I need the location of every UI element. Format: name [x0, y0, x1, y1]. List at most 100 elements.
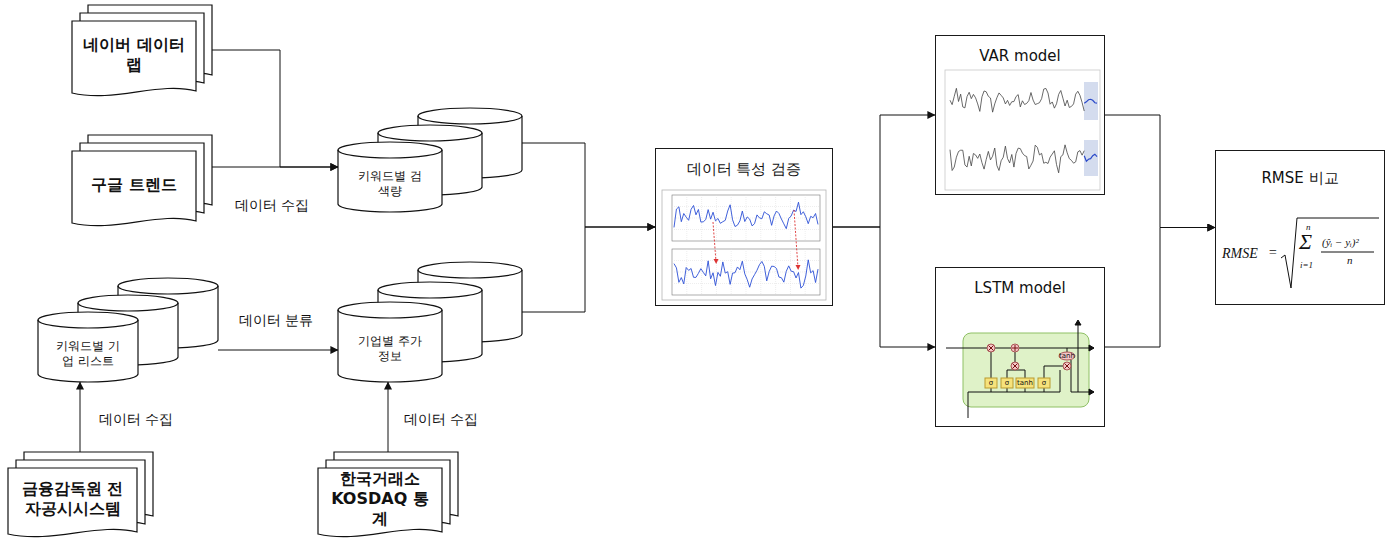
- result-box: RMSE 비교RMSE=nΣi=1(ŷᵢ − yᵢ)²n: [1215, 150, 1385, 305]
- lag-arrow-head: [714, 259, 719, 264]
- grid-line: [731, 249, 732, 295]
- node-label: 키워드별 검색량: [354, 169, 426, 199]
- chart-series: [950, 88, 1097, 172]
- cylinder-rim: [118, 286, 218, 294]
- forecast-line: [1084, 154, 1097, 161]
- gate-outputs: [991, 352, 1063, 378]
- pointwise-op: [1011, 344, 1019, 352]
- connector-arrow: [1105, 228, 1215, 348]
- grid-line: [731, 195, 732, 241]
- cylinder-rim: [418, 116, 522, 124]
- database-stack: 키워드별 기업 리스트: [38, 278, 218, 382]
- multiply-sign: [1065, 364, 1070, 369]
- gate-box: [1001, 378, 1013, 388]
- connector-arrow: [388, 382, 389, 452]
- formula-term: RMSE: [1222, 247, 1258, 261]
- formula-limit: i=1: [1300, 261, 1313, 270]
- pointwise-op: [987, 344, 995, 352]
- lag-arrow: [794, 210, 798, 268]
- lag-arrow: [713, 222, 716, 262]
- gate-label: tanh: [1017, 380, 1033, 387]
- grid-line: [760, 249, 761, 295]
- formula-strokes: [1281, 218, 1379, 288]
- node-label: 한국거래소 KOSDAQ 통계: [324, 469, 436, 529]
- connector-arrow: [522, 227, 655, 312]
- box-title: 데이터 특성 검증: [660, 160, 828, 179]
- cylinder-body: [338, 302, 442, 382]
- fraction-bar: [1321, 252, 1374, 253]
- gate-label: σ: [1042, 380, 1046, 387]
- node-outline: [338, 262, 522, 382]
- grid-line: [701, 195, 702, 241]
- gate-label: σ: [989, 380, 993, 387]
- chart-series: [674, 202, 818, 288]
- multiply-sign: [1013, 364, 1018, 369]
- document-page: [72, 21, 196, 96]
- lag-arrow-head: [796, 265, 801, 270]
- series-line: [674, 260, 818, 288]
- connector-arrow: [218, 350, 338, 351]
- forecast-band: [1084, 82, 1098, 120]
- grid-line: [716, 195, 717, 241]
- arrow-head: [1089, 345, 1094, 351]
- chart-grid: [672, 195, 820, 295]
- cylinder-rim: [378, 133, 482, 141]
- connector-arrow: [833, 115, 935, 227]
- multiply-sign: [989, 346, 994, 351]
- cylinder-rim: [418, 270, 522, 278]
- formula-term: =: [1268, 246, 1277, 260]
- arrow-head: [1075, 320, 1081, 325]
- chart-panel: [672, 195, 820, 241]
- chart-panel: [672, 249, 820, 295]
- connector-arrow: [522, 143, 655, 227]
- grid-line: [775, 249, 776, 295]
- forecast-band: [1084, 140, 1098, 176]
- series-line: [950, 88, 1084, 112]
- grid-line: [790, 195, 791, 241]
- radical-sign: [1281, 218, 1379, 288]
- lstm-cell: [946, 320, 1094, 418]
- edge-label: 데이터 수집: [232, 197, 312, 215]
- source-document: 네이버 데이터랩: [72, 5, 212, 97]
- cylinder-body: [338, 142, 442, 212]
- plus-sign: [1012, 345, 1018, 351]
- model-box: LSTM model: [935, 267, 1105, 427]
- node-outline: [338, 108, 522, 212]
- source-document: 한국거래소 KOSDAQ 통계: [318, 452, 458, 538]
- cylinder-rim: [338, 150, 442, 158]
- source-document: 금융감독원 전자공시시스템: [8, 452, 153, 538]
- box-title: LSTM model: [940, 279, 1100, 298]
- box-title: VAR model: [940, 47, 1100, 66]
- document-page: [72, 151, 196, 226]
- box-title: RMSE 비교: [1220, 169, 1380, 188]
- arrow-head: [1089, 389, 1094, 395]
- cylinder-rim: [38, 320, 138, 328]
- node-label: 금융감독원 전자공시시스템: [14, 479, 131, 519]
- chart-frame: [945, 70, 1100, 190]
- cylinder-body: [38, 312, 138, 382]
- tanh-op: [1059, 352, 1075, 360]
- source-document: 구글 트렌드: [72, 135, 212, 227]
- database-stack: 키워드별 검색량: [338, 108, 522, 212]
- node-label: 네이버 데이터랩: [78, 35, 190, 75]
- cell-body: [963, 333, 1089, 407]
- cylinder-rim: [378, 290, 482, 298]
- formula-term: n: [1347, 255, 1353, 266]
- cylinder-rim: [78, 303, 178, 311]
- grid-line: [805, 249, 806, 295]
- model-box: VAR model: [935, 35, 1105, 195]
- gate-label: σ: [1005, 380, 1009, 387]
- gate-box: [1038, 378, 1050, 388]
- connector-arrow: [212, 50, 338, 167]
- grid-line: [686, 249, 687, 295]
- pointwise-op: [1063, 362, 1071, 370]
- node-label: 기업별 주가정보: [354, 334, 426, 364]
- database-stack: 기업별 주가정보: [338, 262, 522, 382]
- node-label: 구글 트렌드: [91, 175, 177, 195]
- correlation-chart: [662, 190, 826, 300]
- connector-arrow: [212, 167, 338, 168]
- output-line: [1071, 366, 1094, 392]
